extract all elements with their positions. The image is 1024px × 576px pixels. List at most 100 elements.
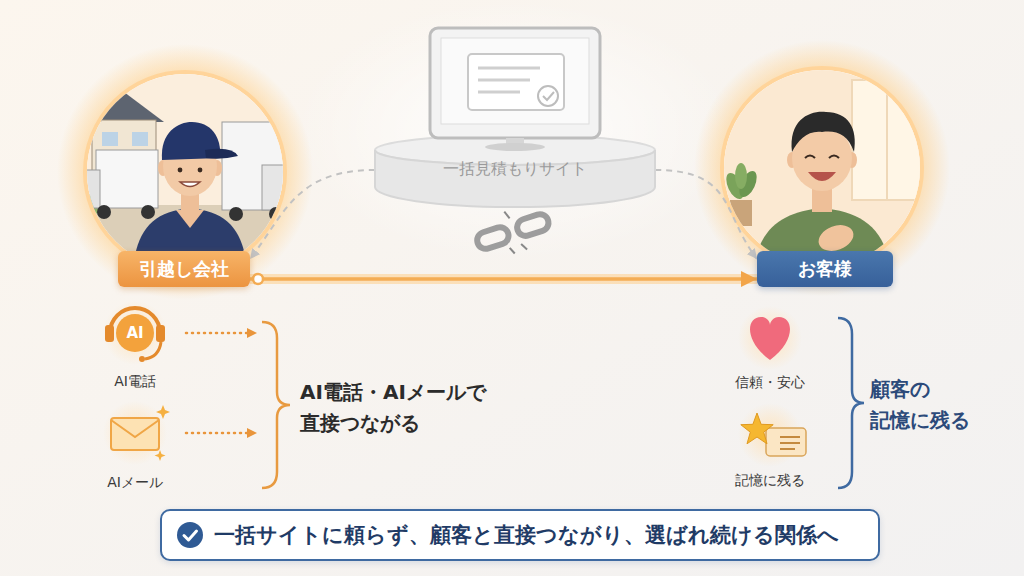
broken-chain: [510, 247, 515, 255]
star-card-icon: [780, 448, 795, 450]
broken-chain: [504, 211, 509, 220]
company-illustration: [269, 207, 283, 221]
check-icon: [177, 522, 203, 548]
customer-illustration: [886, 80, 888, 200]
icon-caption: AI電話: [114, 373, 156, 391]
company-illustration: [205, 149, 238, 159]
connector: [655, 170, 757, 259]
estimate-site-monitor: [485, 143, 545, 151]
node-text: 一括見積もりサイト: [443, 159, 587, 180]
dotted-arrow: [186, 332, 247, 335]
connector-line: [250, 170, 375, 259]
ai-phone-icon: [103, 301, 167, 365]
icon-caption: AIメール: [107, 474, 163, 492]
check-icon: [176, 521, 204, 549]
company-illustration: [57, 44, 313, 300]
summary-text: AI電話・AIメールで 直接つながる: [300, 377, 489, 439]
estimate-site-monitor: [543, 92, 554, 100]
company-illustration: [82, 170, 100, 208]
ai-phone-icon: [156, 325, 165, 342]
summary-text: 顧客の 記憶に残る: [870, 374, 973, 436]
node-text: お客様: [798, 257, 852, 281]
ai-mail-icon: [111, 418, 159, 450]
customer-illustration: [730, 200, 752, 226]
bracket: [262, 322, 290, 488]
customer-illustration: [720, 66, 930, 276]
connector-line: [655, 170, 757, 259]
broken-chain: [471, 200, 555, 264]
customer-illustration: [829, 156, 839, 159]
company-illustration: [180, 182, 200, 187]
company-illustration: [84, 92, 164, 122]
icon-caption: 信頼・安心: [735, 374, 805, 392]
star-card-icon: [741, 413, 773, 444]
company-illustration: [176, 210, 204, 228]
broken-chain: [521, 243, 527, 251]
customer-illustration: [694, 40, 950, 296]
broken-chain: [515, 212, 551, 238]
ai-phone-icon: [139, 356, 145, 362]
heart-icon: [738, 306, 802, 370]
star-card-icon: [766, 428, 806, 456]
company-illustration: [262, 165, 288, 210]
estimate-site-monitor: [375, 28, 655, 165]
customer-illustration: [808, 172, 836, 181]
ai-phone-icon: [145, 342, 161, 359]
estimate-site-monitor: [441, 38, 589, 124]
connector-glow: [250, 274, 757, 284]
company-illustration: [96, 150, 158, 208]
background-glow: [295, 0, 735, 260]
bracket: [838, 318, 864, 488]
customer-illustration: [805, 156, 815, 159]
company-label-box: 引越し会社: [118, 251, 250, 287]
dotted-arrow: [247, 328, 257, 338]
pedestal-shape: [375, 150, 655, 207]
customer-illustration: [735, 163, 747, 189]
connector-line: [250, 277, 757, 281]
ai-phone-icon: [116, 314, 154, 352]
icon-caption: 記憶に残る: [735, 472, 805, 490]
company-illustration: [57, 44, 313, 300]
company-illustration: [198, 168, 203, 173]
star-card-icon: [780, 436, 800, 438]
customer-label-box: お客様: [757, 251, 893, 287]
ai-mail-icon: [103, 401, 167, 465]
heart-icon: [750, 317, 790, 360]
company-illustration: [132, 132, 148, 146]
company-illustration: [102, 132, 118, 146]
customer-illustration: [694, 40, 950, 296]
ai-mail-icon: [103, 401, 170, 465]
company-illustration: [97, 205, 111, 219]
estimate-site-monitor: [538, 86, 558, 106]
node-text: 一括サイトに頼らず、顧客と直接つながり、選ばれ続ける関係へ: [214, 521, 839, 549]
estimate-site-monitor: [430, 28, 600, 138]
estimate-site-pedestal: 一括見積もりサイト: [375, 135, 655, 209]
customer-illustration: [812, 188, 832, 212]
connector: [250, 274, 757, 284]
estimate-site-monitor: [478, 79, 530, 82]
connector-dot: [253, 274, 263, 284]
company-illustration: [229, 207, 243, 221]
ai-mail-icon: [111, 420, 159, 437]
estimate-site-monitor: [478, 67, 540, 70]
company-illustration: [178, 168, 183, 173]
ai-mail-icon: [155, 450, 166, 461]
heart-icon: [738, 306, 802, 370]
ai-mail-icon: [156, 405, 170, 419]
broken-chain: [475, 225, 511, 251]
estimate-site-monitor: [468, 54, 564, 110]
icon-letters: AI: [126, 324, 143, 342]
node-text: 引越し会社: [139, 257, 229, 281]
check-icon: [184, 531, 197, 540]
star-card-icon: [780, 442, 800, 444]
ai-phone-icon: [105, 325, 114, 342]
ai-phone-icon: [103, 301, 167, 365]
dotted-arrow: [247, 428, 257, 438]
connector: [250, 170, 375, 259]
message-banner: 一括サイトに頼らず、顧客と直接つながり、選ばれ続ける関係へ: [160, 509, 880, 561]
customer-illustration: [792, 112, 855, 152]
dotted-arrow: [186, 328, 257, 438]
